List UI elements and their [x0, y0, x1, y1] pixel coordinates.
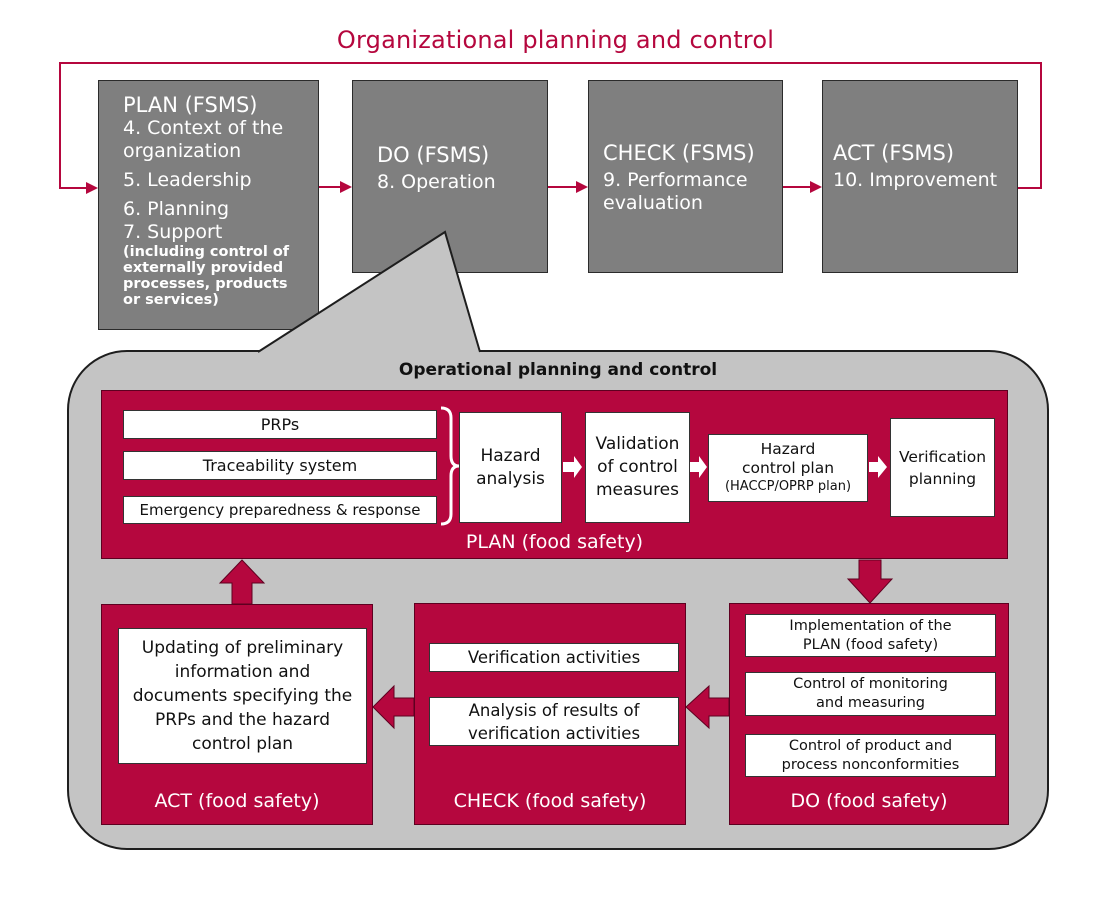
emergency-box: Emergency preparedness & response — [123, 496, 437, 524]
plan-do-arrowhead — [340, 181, 352, 193]
hazard-control-line: control plan — [741, 459, 835, 477]
validation-line: Validation — [595, 434, 680, 454]
check-to-act-arrow — [372, 684, 415, 730]
hazard-analysis-line: Hazard — [480, 445, 541, 466]
plan-fsms-item: 7. Support — [123, 221, 223, 243]
do-fsms-box: DO (FSMS) 8. Operation — [352, 80, 548, 273]
plan-fsms-item: 6. Planning — [123, 198, 230, 220]
act-fsms-item: 10. Improvement — [833, 169, 998, 191]
validation-line: of control — [597, 457, 678, 477]
hazard-control-plan-box: Hazard control plan (HACCP/OPRP plan) — [708, 434, 868, 502]
prps-box: PRPs — [123, 410, 437, 439]
act-food-safety-label: ACT (food safety) — [154, 790, 320, 812]
verification-planning-line: Verification — [898, 447, 987, 466]
monitoring-line: Control of monitoring — [793, 676, 948, 692]
prps-label: PRPs — [260, 415, 300, 434]
do-food-safety-label: DO (food safety) — [790, 790, 948, 812]
verification-planning-line: planning — [908, 469, 977, 488]
analysis-results-box: Analysis of results of verification acti… — [429, 697, 679, 746]
loop-arrowhead — [86, 182, 98, 194]
check-fsms-box: CHECK (FSMS) 9. Performance evaluation — [588, 80, 783, 273]
implementation-box: Implementation of the PLAN (food safety) — [745, 614, 996, 657]
do-fsms-item: 8. Operation — [377, 171, 496, 193]
verification-activities-box: Verification activities — [429, 643, 679, 672]
analysis-results-line: verification activities — [467, 723, 641, 743]
plan-fsms-box: PLAN (FSMS) 4. Context of the organizati… — [98, 80, 319, 330]
act-to-plan-arrow — [218, 559, 266, 605]
hazard-control-line: Hazard — [760, 440, 816, 458]
updating-line: information and — [174, 662, 311, 682]
operational-planning-title: Operational planning and control — [398, 360, 718, 380]
hazard-analysis-box: Hazard analysis — [459, 412, 562, 523]
check-fsms-item: evaluation — [603, 192, 703, 214]
plan-fsms-item: 5. Leadership — [123, 169, 252, 191]
analysis-results-line: Analysis of results of — [468, 700, 640, 720]
pointer-fill — [258, 232, 480, 353]
plan-fsms-item: organization — [123, 140, 242, 162]
traceability-box: Traceability system — [123, 451, 437, 480]
hazard-analysis-line: analysis — [476, 468, 545, 489]
nonconformities-box: Control of product and process nonconfor… — [745, 734, 996, 777]
plan-to-do-arrow — [846, 559, 894, 604]
monitoring-box: Control of monitoring and measuring — [745, 672, 996, 716]
support-note-line: (including control of — [123, 244, 290, 260]
updating-line: Updating of preliminary — [141, 638, 344, 658]
updating-line: documents specifying the — [132, 686, 353, 706]
do-check-arrowhead — [576, 181, 588, 193]
do-fsms-heading: DO (FSMS) — [377, 143, 490, 167]
monitoring-line: and measuring — [816, 695, 925, 711]
updating-line: PRPs and the hazard — [155, 710, 330, 730]
organizational-planning-title: Organizational planning and control — [336, 26, 775, 54]
verification-planning-box: Verification planning — [890, 418, 995, 517]
plan-food-safety-label: PLAN (food safety) — [465, 531, 644, 553]
validation-box: Validation of control measures — [585, 412, 690, 523]
plan-step-arrow-1 — [563, 456, 582, 478]
plan-step-arrow-2 — [690, 456, 707, 478]
act-fsms-box: ACT (FSMS) 10. Improvement — [822, 80, 1018, 273]
implementation-line: Implementation of the — [789, 617, 952, 634]
plan-fsms-item: 4. Context of the — [123, 117, 284, 139]
check-act-arrowhead — [810, 181, 822, 193]
implementation-line: PLAN (food safety) — [802, 636, 939, 653]
act-fsms-heading: ACT (FSMS) — [833, 141, 955, 165]
validation-line: measures — [596, 480, 679, 500]
plan-fsms-heading: PLAN (FSMS) — [123, 93, 258, 117]
nonconformities-line: process nonconformities — [781, 756, 960, 773]
emergency-label: Emergency preparedness & response — [139, 501, 421, 519]
updating-box: Updating of preliminary information and … — [118, 628, 367, 764]
support-note-line: or services) — [123, 292, 219, 308]
do-to-check-arrow — [685, 684, 730, 730]
traceability-label: Traceability system — [202, 456, 358, 475]
check-fsms-heading: CHECK (FSMS) — [603, 141, 755, 165]
updating-line: control plan — [191, 734, 294, 754]
check-fsms-item: 9. Performance — [603, 169, 748, 191]
verification-activities-label: Verification activities — [467, 648, 641, 667]
support-note-line: externally provided — [123, 260, 284, 276]
plan-step-arrow-3 — [869, 456, 887, 478]
nonconformities-line: Control of product and — [788, 737, 953, 754]
check-food-safety-label: CHECK (food safety) — [453, 790, 647, 812]
hazard-control-line: (HACCP/OPRP plan) — [724, 479, 852, 494]
support-note-line: processes, products — [123, 276, 288, 292]
pointer-outline — [257, 230, 481, 353]
